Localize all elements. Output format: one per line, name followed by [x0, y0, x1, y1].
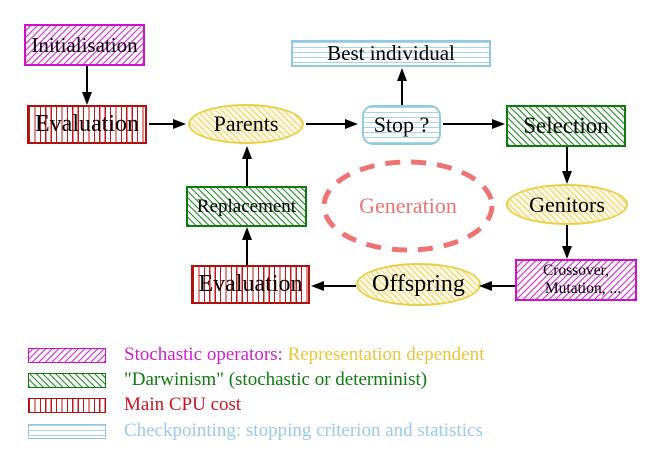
- generation-label: Generation: [359, 193, 457, 218]
- node-replacement: Replacement: [186, 186, 307, 227]
- node-genitors: Genitors: [506, 184, 628, 225]
- node-label: Selection: [523, 113, 609, 138]
- node-parents: Parents: [188, 104, 304, 144]
- node-initialisation: Initialisation: [24, 24, 145, 66]
- node-label: Best individual: [327, 41, 455, 65]
- node-label: Offspring: [372, 271, 465, 297]
- legend-label-secondary: Representation dependent: [287, 344, 485, 365]
- legend-text-stochastic-operators: Stochastic operators: Representation dep…: [124, 344, 484, 366]
- node-label: Stop ?: [373, 112, 430, 137]
- legend-text-checkpointing: Checkpointing: stopping criterion and st…: [124, 420, 483, 441]
- legend-label-primary: Stochastic operators:: [124, 344, 283, 365]
- node-offspring: Offspring: [356, 263, 481, 306]
- legend-swatch-darwinism: [28, 373, 106, 388]
- legend-swatch-checkpointing: [28, 424, 106, 439]
- node-best-individual: Best individual: [291, 40, 491, 67]
- legend-swatch-stochastic-operators: [28, 348, 106, 363]
- node-stop: Stop ?: [362, 105, 441, 145]
- node-evaluation-top: Evaluation: [27, 105, 147, 144]
- node-label: Genitors: [529, 191, 605, 217]
- node-selection: Selection: [506, 105, 626, 147]
- node-label-line1: Crossover,: [542, 262, 610, 279]
- node-evaluation-bottom: Evaluation: [191, 265, 310, 304]
- node-label: Replacement: [196, 195, 297, 217]
- legend-text-cpu-cost: Main CPU cost: [124, 394, 242, 415]
- node-label: Evaluation: [198, 271, 303, 297]
- generation-cycle-ellipse: [321, 159, 495, 253]
- legend-swatch-cpu-cost: [28, 398, 106, 413]
- node-label: Evaluation: [35, 111, 139, 137]
- node-label: Parents: [213, 111, 279, 136]
- legend-text-darwinism: "Darwinism" (stochastic or determinist): [124, 369, 428, 390]
- node-label-line2: Mutation, ...: [544, 280, 622, 297]
- node-crossover-mutation: Crossover, Mutation, ...: [515, 259, 637, 301]
- node-label: Initialisation: [31, 32, 138, 57]
